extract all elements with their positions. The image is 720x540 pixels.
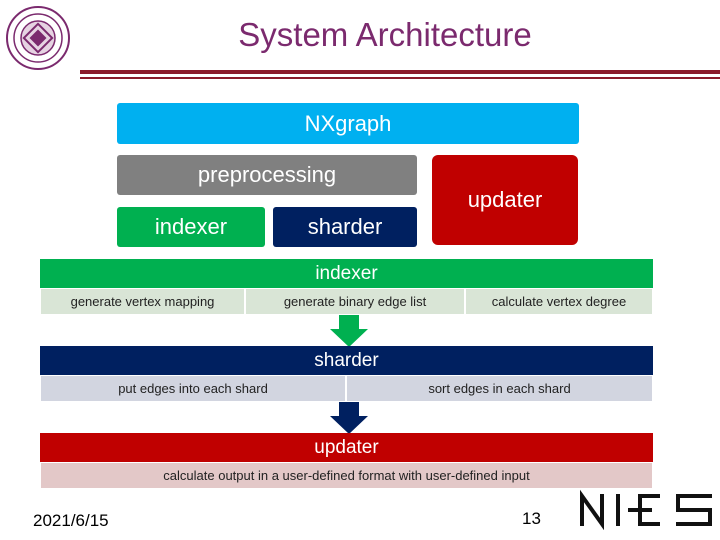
updater-step-calculate-output: calculate output in a user-defined forma… — [40, 462, 653, 489]
sharder-step-put-edges: put edges into each shard — [40, 375, 346, 402]
updater-steps: calculate output in a user-defined forma… — [40, 462, 653, 489]
updater-block: updater — [432, 155, 578, 245]
indexer-stage-header: indexer — [40, 259, 653, 288]
indexer-step-vertex-mapping: generate vertex mapping — [40, 288, 245, 315]
sharder-block: sharder — [273, 207, 417, 247]
arrow-down-icon — [330, 315, 368, 347]
indexer-steps: generate vertex mapping generate binary … — [40, 288, 653, 315]
indexer-step-vertex-degree: calculate vertex degree — [465, 288, 653, 315]
sharder-steps: put edges into each shard sort edges in … — [40, 375, 653, 402]
indexer-block: indexer — [117, 207, 265, 247]
university-seal — [5, 5, 71, 71]
title-rule-thin — [80, 77, 720, 79]
nics-logo — [578, 488, 713, 531]
slide-date: 2021/6/15 — [33, 511, 109, 530]
updater-stage-header: updater — [40, 433, 653, 462]
indexer-step-binary-edge-list: generate binary edge list — [245, 288, 465, 315]
title-rule-thick — [80, 70, 720, 74]
preprocessing-block: preprocessing — [117, 155, 417, 195]
sharder-step-sort-edges: sort edges in each shard — [346, 375, 653, 402]
page-number: 13 — [522, 509, 541, 528]
arrow-down-icon — [330, 402, 368, 434]
slide-title: System Architecture — [238, 16, 532, 53]
nxgraph-block: NXgraph — [117, 103, 579, 144]
sharder-stage-header: sharder — [40, 346, 653, 375]
